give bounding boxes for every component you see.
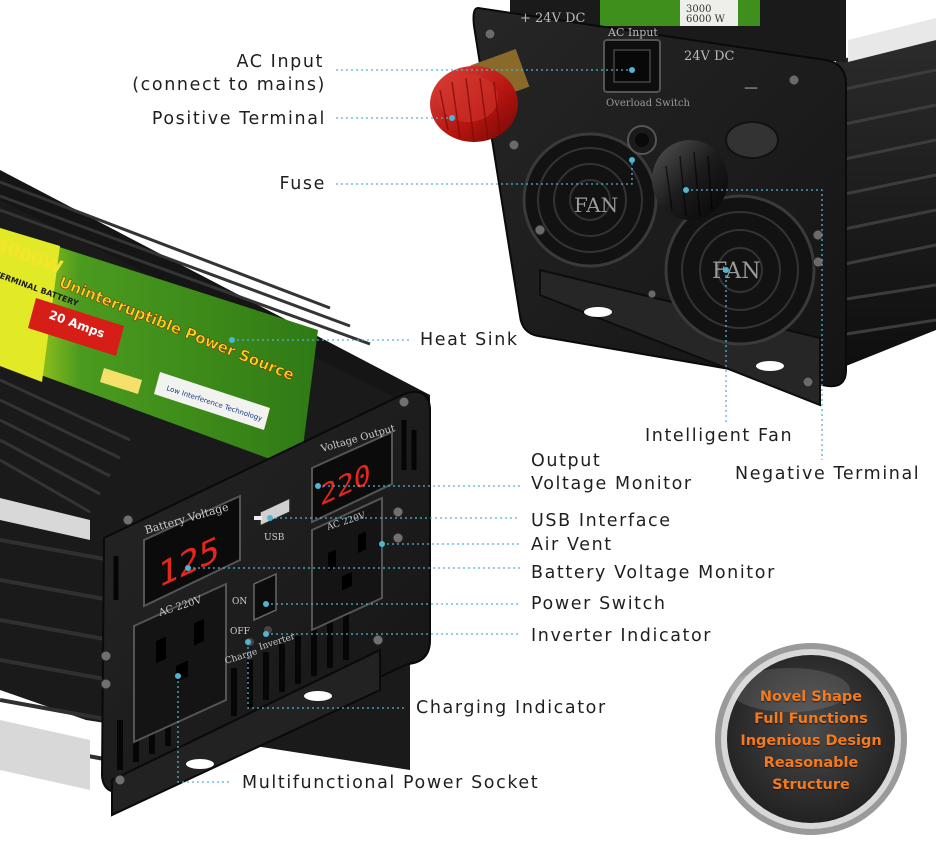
callout-positive-terminal: Positive Terminal <box>151 109 326 129</box>
feature-badge <box>715 643 907 835</box>
badge-line-4: Reasonable <box>763 755 859 771</box>
plus-text: + 24V DC <box>520 11 586 26</box>
callout-inverter-indicator: Inverter Indicator <box>531 626 713 646</box>
front-unit: 3000W TERMINAL BATTERY Uninterruptible P… <box>0 170 431 817</box>
dc-text: 24V DC <box>684 49 734 64</box>
callout-air-vent: Air Vent <box>531 535 613 555</box>
off-text: OFF <box>230 627 250 637</box>
callout-heat-sink: Heat Sink <box>420 330 519 350</box>
callout-intelligent-fan: Intelligent Fan <box>645 426 794 446</box>
badge-text: Novel Shape Full Functions Ingenious Des… <box>728 686 894 796</box>
callout-fuse: Fuse <box>279 174 326 194</box>
leader-lines <box>177 69 823 783</box>
callout-negative-terminal: Negative Terminal <box>735 464 921 484</box>
overload-text: Overload Switch <box>606 98 691 109</box>
callout-battery-monitor: Battery Voltage Monitor <box>531 563 776 583</box>
usb-text: USB <box>264 533 285 543</box>
callout-ac-input-line1: AC Input <box>236 52 324 72</box>
fan-label-left: FAN <box>574 193 618 217</box>
power-socket-icon <box>133 582 227 744</box>
callout-charging-indicator: Charging Indicator <box>416 698 607 718</box>
rating-text-1: 3000 <box>686 4 711 15</box>
callout-ac-input-line2: (connect to mains) <box>132 75 326 95</box>
ac-input-text: AC Input <box>607 26 658 39</box>
badge-line-2: Full Functions <box>754 711 868 727</box>
device-label-panel: 3000W TERMINAL BATTERY Uninterruptible P… <box>0 228 318 470</box>
callout-output-monitor-line2: Voltage Monitor <box>531 474 693 494</box>
callout-output-monitor-line1: Output <box>531 451 602 471</box>
leader-dots <box>175 67 729 679</box>
on-text: ON <box>232 597 247 607</box>
badge-line-5: Structure <box>772 777 850 793</box>
minus-text: — <box>744 80 758 96</box>
rating-text-2: 6000 W <box>686 14 726 25</box>
fan-icon <box>522 132 816 346</box>
badge-line-1: Novel Shape <box>759 689 863 705</box>
callout-usb-interface: USB Interface <box>531 511 672 531</box>
fan-label-right: FAN <box>712 259 761 284</box>
terminal-icon <box>430 48 530 143</box>
callout-power-socket: Multifunctional Power Socket <box>242 773 540 793</box>
back-unit: FAN FAN AC Input 24V DC + 24V DC — Overl… <box>430 0 936 407</box>
badge-line-3: Ingenious Design <box>740 733 882 749</box>
callout-power-switch: Power Switch <box>531 594 667 614</box>
